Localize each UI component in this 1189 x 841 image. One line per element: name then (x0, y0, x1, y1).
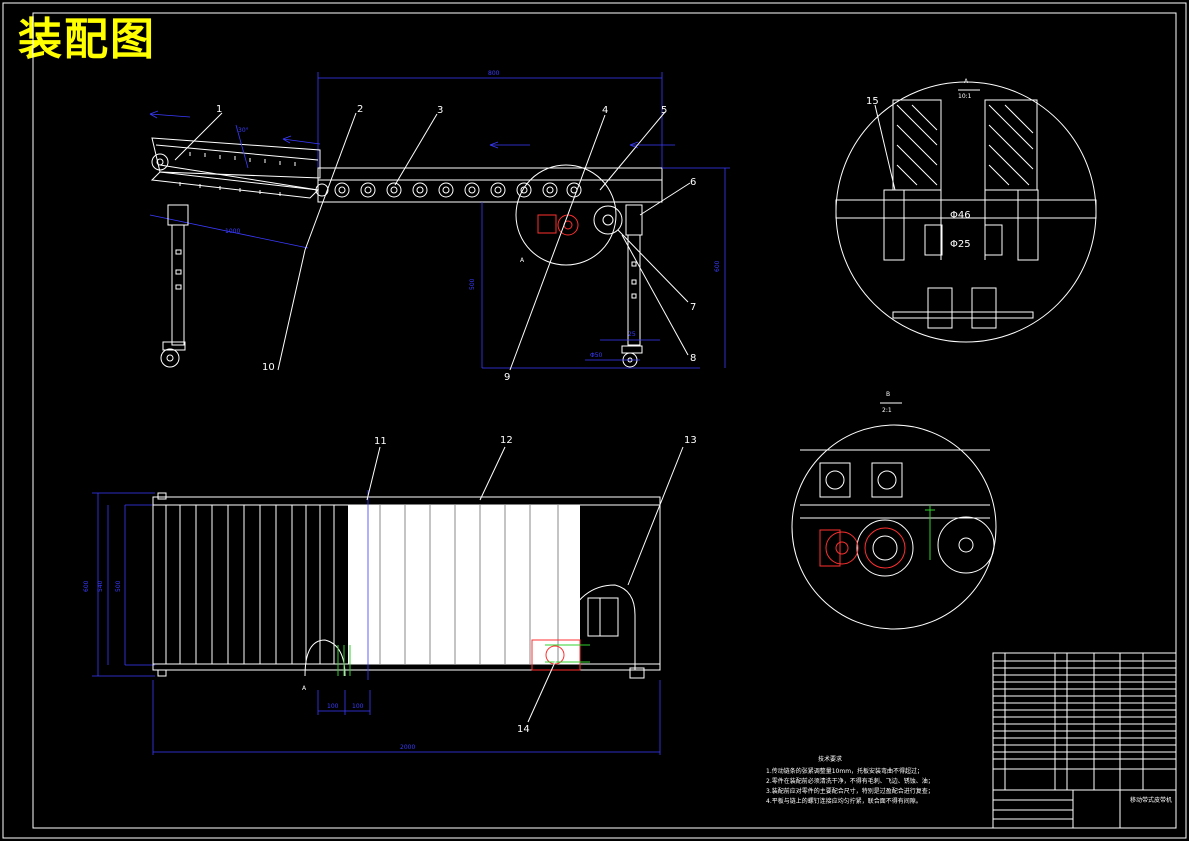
detail-view-a: A 10:1 Φ46 Φ25 15 (835, 78, 1097, 343)
svg-text:500: 500 (115, 580, 122, 592)
svg-text:800: 800 (488, 70, 500, 77)
svg-text:11: 11 (374, 436, 387, 447)
svg-text:7: 7 (690, 302, 696, 313)
svg-text:25: 25 (628, 331, 636, 338)
svg-text:移动带式皮带机: 移动带式皮带机 (1130, 796, 1172, 804)
svg-text:2.零件在装配前必须清洗干净，不得有毛刺、飞边、锈蚀、油；: 2.零件在装配前必须清洗干净，不得有毛刺、飞边、锈蚀、油； (766, 777, 934, 785)
svg-text:B: B (886, 391, 890, 398)
rollers (315, 182, 582, 198)
technical-requirements: 技术要求 1.传动链条的张紧调整量10mm，托板安装弯曲不得超过； 2.零件在装… (766, 755, 934, 805)
svg-text:技术要求: 技术要求 (818, 755, 842, 763)
svg-text:9: 9 (504, 372, 510, 383)
svg-text:6: 6 (690, 177, 696, 188)
svg-text:10: 10 (262, 362, 275, 373)
front-view-labels: 1 2 3 4 5 6 7 8 9 10 (216, 104, 696, 383)
svg-text:3: 3 (437, 105, 443, 116)
svg-text:2: 2 (357, 104, 363, 115)
svg-text:540: 540 (97, 580, 104, 592)
svg-text:600: 600 (83, 580, 90, 592)
direction-arrows (149, 110, 675, 149)
drawing-frame (32, 12, 1177, 829)
svg-text:1: 1 (216, 104, 222, 115)
front-view: 800 1000 30° (149, 70, 730, 383)
svg-text:15: 15 (866, 96, 879, 107)
svg-text:100: 100 (352, 703, 364, 710)
svg-text:8: 8 (690, 353, 696, 364)
svg-text:2:1: 2:1 (882, 407, 892, 414)
svg-text:4.平板与链上的螺钉连接应均匀拧紧，联合面不得有间隙。: 4.平板与链上的螺钉连接应均匀拧紧，联合面不得有间隙。 (766, 797, 922, 805)
svg-text:13: 13 (684, 435, 697, 446)
svg-text:600: 600 (714, 260, 721, 272)
svg-text:10:1: 10:1 (958, 93, 972, 100)
svg-text:14: 14 (517, 724, 530, 735)
svg-text:30°: 30° (238, 127, 249, 134)
top-view: 600 540 500 2000 100 100 (83, 435, 697, 755)
svg-text:Φ25: Φ25 (950, 239, 971, 250)
drawing-title: 装配图 (18, 14, 156, 65)
svg-text:1.传动链条的张紧调整量10mm，托板安装弯曲不得超过；: 1.传动链条的张紧调整量10mm，托板安装弯曲不得超过； (766, 767, 923, 775)
svg-text:A: A (302, 685, 307, 692)
svg-text:A: A (964, 78, 969, 85)
svg-text:4: 4 (602, 105, 608, 116)
svg-text:2000: 2000 (400, 744, 415, 751)
detail-view-b: B 2:1 (791, 391, 997, 630)
svg-text:5: 5 (661, 105, 667, 116)
svg-text:500: 500 (469, 278, 476, 290)
title-block (992, 652, 1177, 829)
svg-text:A: A (520, 257, 525, 264)
svg-text:Φ50: Φ50 (590, 352, 603, 359)
svg-text:3.装配前应对零件的主要配合尺寸，特别是过盈配合进行复查；: 3.装配前应对零件的主要配合尺寸，特别是过盈配合进行复查； (766, 787, 934, 795)
svg-text:Φ46: Φ46 (950, 210, 971, 221)
svg-text:1000: 1000 (225, 228, 240, 235)
svg-text:12: 12 (500, 435, 513, 446)
belt-surface (348, 505, 580, 664)
svg-text:100: 100 (327, 703, 339, 710)
